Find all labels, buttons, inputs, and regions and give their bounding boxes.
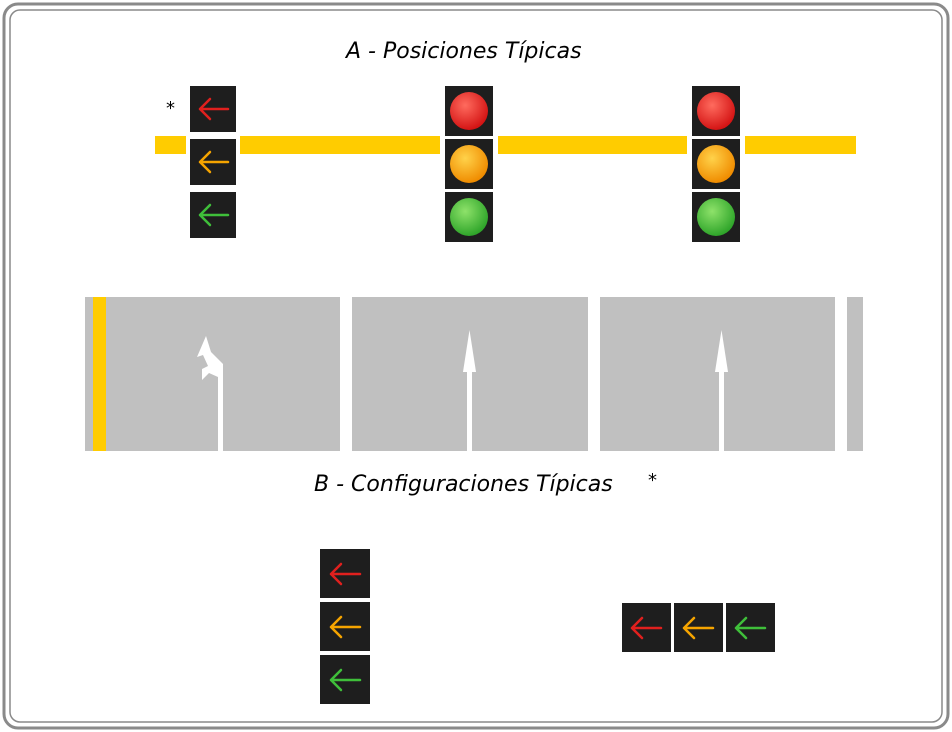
horizontal-config [622, 603, 775, 652]
straight-arrow-icon [715, 330, 728, 451]
inner-frame [9, 9, 943, 723]
green-arrow-icon [329, 668, 362, 692]
left-edge-yellow-line [93, 297, 106, 451]
amber-arrow-icon [329, 615, 362, 639]
red-arrow-icon [630, 616, 663, 640]
section-b-title: B - Configuraciones Típicas [314, 472, 613, 497]
asterisk-note-b: * [648, 470, 657, 491]
section-a-title: A - Posiciones Típicas [346, 39, 582, 64]
red-ball [450, 92, 488, 130]
red-ball [697, 92, 735, 130]
green-ball [450, 198, 488, 236]
amber-arrow-icon [198, 150, 230, 174]
ball-signal-head-2 [687, 86, 745, 242]
amber-arrow-icon [682, 616, 715, 640]
lane-divider [588, 297, 600, 451]
amber-ball [450, 145, 488, 183]
lane-divider [835, 297, 847, 451]
ball-signal-head-1 [440, 86, 498, 242]
arrow-signal-head [186, 86, 240, 238]
vertical-config [320, 549, 370, 704]
green-ball [697, 198, 735, 236]
green-arrow-icon [198, 203, 230, 227]
green-arrow-icon [734, 616, 767, 640]
roadway [85, 297, 863, 451]
mast-arm [155, 136, 856, 154]
red-arrow-icon [329, 562, 362, 586]
left-turn-arrow-icon [197, 336, 223, 451]
lane-divider [340, 297, 352, 451]
straight-arrow-icon [463, 330, 476, 451]
asterisk-note-a: * [166, 98, 175, 119]
amber-ball [697, 145, 735, 183]
red-arrow-icon [198, 97, 230, 121]
